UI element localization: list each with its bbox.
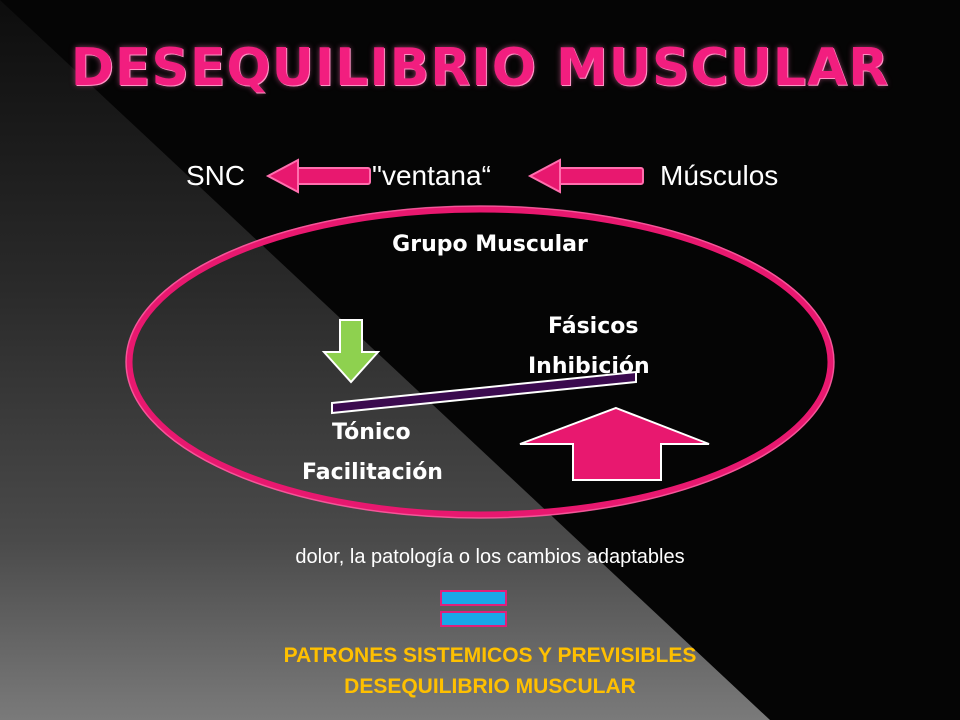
slide-title: DESEQUILIBRIO MUSCULAR [70,38,890,98]
inhibicion-label: Inhibición [528,354,650,379]
snc-label: SNC [186,160,246,191]
balance-beam [331,370,637,415]
musculos-label: Músculos [660,160,779,191]
muscle-group-ellipse [125,205,835,519]
tonico-label: Tónico [332,420,411,445]
down-arrow-icon [321,319,381,384]
equals-icon-bottom-bar [440,611,507,627]
conclusion-line-2: DESEQUILIBRIO MUSCULAR [344,675,636,698]
fasicos-label: Fásicos [548,314,639,339]
arrow-left-icon-1 [265,158,371,194]
facilitacion-label: Facilitación [302,460,443,485]
arrow-left-icon-2 [527,158,644,194]
cause-text: dolor, la patología o los cambios adapta… [295,546,685,568]
muscle-group-label: Grupo Muscular [392,232,588,257]
ventana-label: "ventana“ [372,160,491,191]
up-arrow-icon [519,406,710,481]
conclusion-line-1: PATRONES SISTEMICOS Y PREVISIBLES [283,644,697,667]
equals-icon-top-bar [440,590,507,606]
